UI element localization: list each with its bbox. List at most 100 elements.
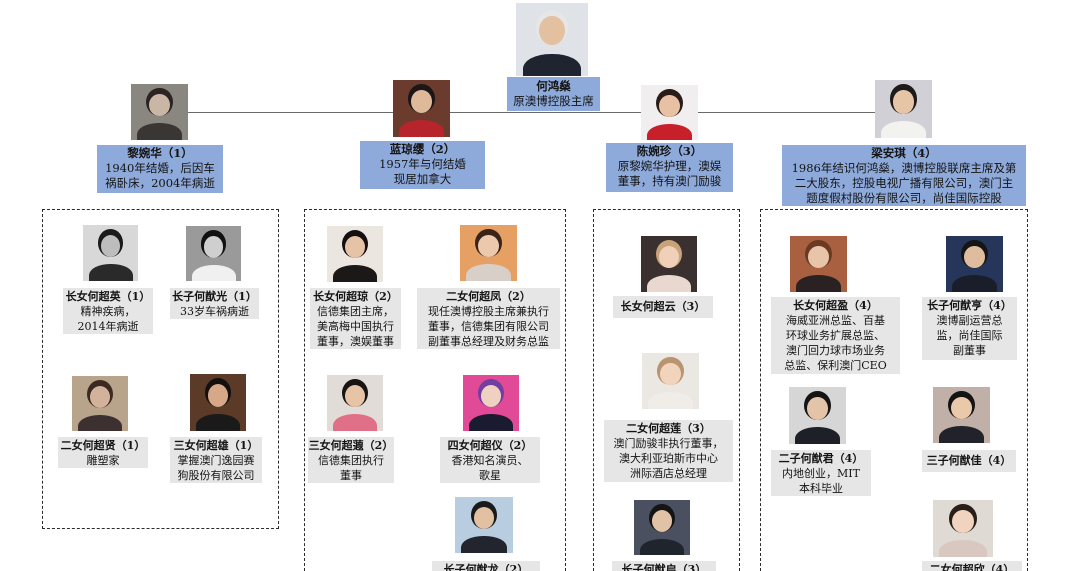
spouse-4-desc-line: 二大股东，控股电视广播有限公司，澳门主: [794, 176, 1014, 190]
child-label: 长子何猷龙（2）: [432, 561, 540, 571]
spouse-3-photo: [641, 85, 698, 140]
child-photo: [83, 225, 138, 281]
child-name: 长子何猷龙（2）: [443, 563, 529, 571]
child-photo: [634, 500, 690, 555]
child-label: 二女何超贤（1） 雕塑家: [58, 437, 148, 468]
child-desc-line: 本科毕业: [799, 482, 843, 495]
child-photo: [186, 226, 241, 281]
child-desc-line: 信德集团主席，: [317, 305, 394, 318]
spouse-4-desc-line: 题度假村股份有限公司，尚佳国际控股: [806, 191, 1002, 205]
child-desc-line: 董事: [340, 469, 362, 482]
child-name: 二女何超凤（2）: [446, 290, 531, 303]
child-name: 二女何超欣（4）: [929, 563, 1015, 571]
child-desc-line: 美高梅中国执行: [317, 320, 394, 333]
child-desc-line: 海威亚洲总监、百基: [786, 314, 885, 327]
spouse-2-label: 蓝琼缨（2） 1957年与何结婚 现居加拿大: [360, 141, 485, 189]
child-desc-line: 内地创业，MIT: [782, 467, 860, 480]
child-name: 二女何超莲（3）: [626, 422, 711, 435]
child-desc-line: 现任澳博控股主席兼执行: [428, 305, 549, 318]
family-group-4: [760, 209, 1028, 571]
family-group-3: [593, 209, 740, 571]
child-label: 二子何猷君（4） 内地创业，MIT 本科毕业: [771, 450, 871, 496]
child-desc-line: 狗股份有限公司: [177, 469, 255, 482]
child-name: 长女何超盈（4）: [793, 299, 878, 312]
spouse-3-label: 陈婉珍（3） 原黎婉华护理，澳娱 董事，持有澳门励骏: [606, 143, 733, 192]
child-label: 三女何超雄（1） 掌握澳门逸园赛 狗股份有限公司: [170, 437, 262, 483]
child-desc-line: 环球业务扩展总监、: [786, 329, 885, 342]
child-photo: [641, 236, 697, 292]
child-desc-line: 雕塑家: [86, 454, 120, 467]
spouse-1-label: 黎婉华（1） 1940年结婚，后因车 祸卧床，2004年病逝: [97, 145, 223, 193]
child-label: 长女何超琼（2） 信德集团主席， 美高梅中国执行 董事，澳娱董事: [310, 288, 401, 349]
family-group-2: [304, 209, 566, 571]
child-desc-line: 董事，澳娱董事: [317, 335, 394, 348]
child-name: 三子何猷佳（4）: [926, 454, 1012, 467]
child-desc-line: 信德集团执行: [318, 454, 384, 467]
child-photo: [789, 387, 846, 444]
child-photo: [946, 236, 1003, 292]
spouse-connector-line: [188, 112, 875, 113]
family-group-1: [42, 209, 279, 529]
child-desc-line: 澳大利亚珀斯市中心: [619, 452, 718, 465]
child-label: 长女何超英（1） 精神疾病， 2014年病逝: [63, 288, 153, 334]
child-photo: [463, 375, 519, 431]
spouse-2-desc-line: 1957年与何结婚: [379, 157, 466, 171]
child-name: 二女何超贤（1）: [60, 439, 146, 452]
child-desc-line: 总监、保利澳门CEO: [784, 359, 887, 372]
child-label: 长子何猷亨（4） 澳博副运营总 监，尚佳国际 副董事: [922, 297, 1017, 360]
child-label: 三女何超蕸（2） 信德集团执行 董事: [308, 437, 394, 483]
child-desc-line: 掌握澳门逸园赛: [177, 454, 255, 467]
child-label: 四女何超仪（2） 香港知名演员、 歌星: [440, 437, 540, 483]
child-name: 长子何猷启（3）: [621, 563, 707, 571]
child-desc-line: 澳门回力球市场业务: [786, 344, 885, 357]
child-desc-line: 监，尚佳国际: [936, 329, 1003, 342]
child-name: 长子何猷光（1）: [172, 290, 257, 303]
child-photo: [327, 375, 383, 431]
spouse-4-label: 梁安琪（4） 1986年结识何鸿燊，澳博控股联席主席及第 二大股东，控股电视广播…: [782, 145, 1026, 206]
patriarch-title: 原澳博控股主席: [513, 94, 594, 108]
spouse-1-photo: [131, 84, 188, 140]
spouse-2-desc-line: 现居加拿大: [393, 172, 452, 186]
child-label: 二女何超莲（3） 澳门励骏非执行董事， 澳大利亚珀斯市中心 洲际酒店总经理: [604, 420, 733, 482]
child-name: 三女何超雄（1）: [173, 439, 259, 452]
spouse-3-desc-line: 董事，持有澳门励骏: [617, 174, 722, 188]
child-label: 长女何超盈（4） 海威亚洲总监、百基 环球业务扩展总监、 澳门回力球市场业务 总…: [771, 297, 900, 374]
child-photo: [933, 500, 993, 557]
child-desc-line: 董事，信德集团有限公司: [428, 320, 549, 333]
child-name: 长女何超琼（2）: [313, 290, 398, 303]
child-label: 长子何猷光（1） 33岁车祸病逝: [170, 288, 259, 319]
child-name: 二子何猷君（4）: [778, 452, 864, 465]
spouse-2-photo: [393, 80, 450, 137]
child-desc-line: 澳门励骏非执行董事，: [613, 437, 724, 450]
child-name: 四女何超仪（2）: [447, 439, 533, 452]
child-photo: [790, 236, 847, 292]
child-photo: [327, 226, 383, 282]
child-name: 长女何超英（1）: [65, 290, 151, 303]
child-desc-line: 副董事总经理及财务总监: [428, 335, 549, 348]
child-photo: [642, 353, 699, 409]
child-photo: [190, 374, 246, 431]
spouse-3-desc-line: 原黎婉华护理，澳娱: [617, 159, 722, 173]
child-label: 三子何猷佳（4）: [922, 450, 1016, 472]
patriarch-label: 何鸿燊 原澳博控股主席: [507, 77, 600, 111]
child-label: 二女何超凤（2） 现任澳博控股主席兼执行 董事，信德集团有限公司 副董事总经理及…: [417, 288, 560, 349]
child-photo: [72, 376, 128, 431]
child-desc-line: 33岁车祸病逝: [180, 305, 249, 318]
patriarch-name: 何鸿燊: [536, 79, 571, 93]
spouse-4-name: 梁安琪（4）: [871, 146, 937, 160]
child-name: 长女何超云（3）: [620, 300, 706, 313]
spouse-3-name: 陈婉珍（3）: [636, 144, 703, 158]
spouse-2-name: 蓝琼缨（2）: [389, 142, 456, 156]
child-label: 长女何超云（3）: [613, 296, 713, 318]
child-photo: [455, 497, 513, 553]
spouse-1-desc-line: 祸卧床，2004年病逝: [105, 176, 215, 190]
child-name: 三女何超蕸（2）: [308, 439, 394, 452]
child-desc-line: 2014年病逝: [77, 320, 139, 333]
child-label: 长子何猷启（3）: [612, 561, 716, 571]
child-photo: [460, 225, 517, 281]
child-photo: [933, 387, 990, 443]
child-desc-line: 精神疾病，: [80, 305, 136, 318]
spouse-1-desc-line: 1940年结婚，后因车: [105, 161, 215, 175]
spouse-1-name: 黎婉华（1）: [127, 146, 193, 160]
spouse-4-desc-line: 1986年结识何鸿燊，澳博控股联席主席及第: [791, 161, 1017, 175]
